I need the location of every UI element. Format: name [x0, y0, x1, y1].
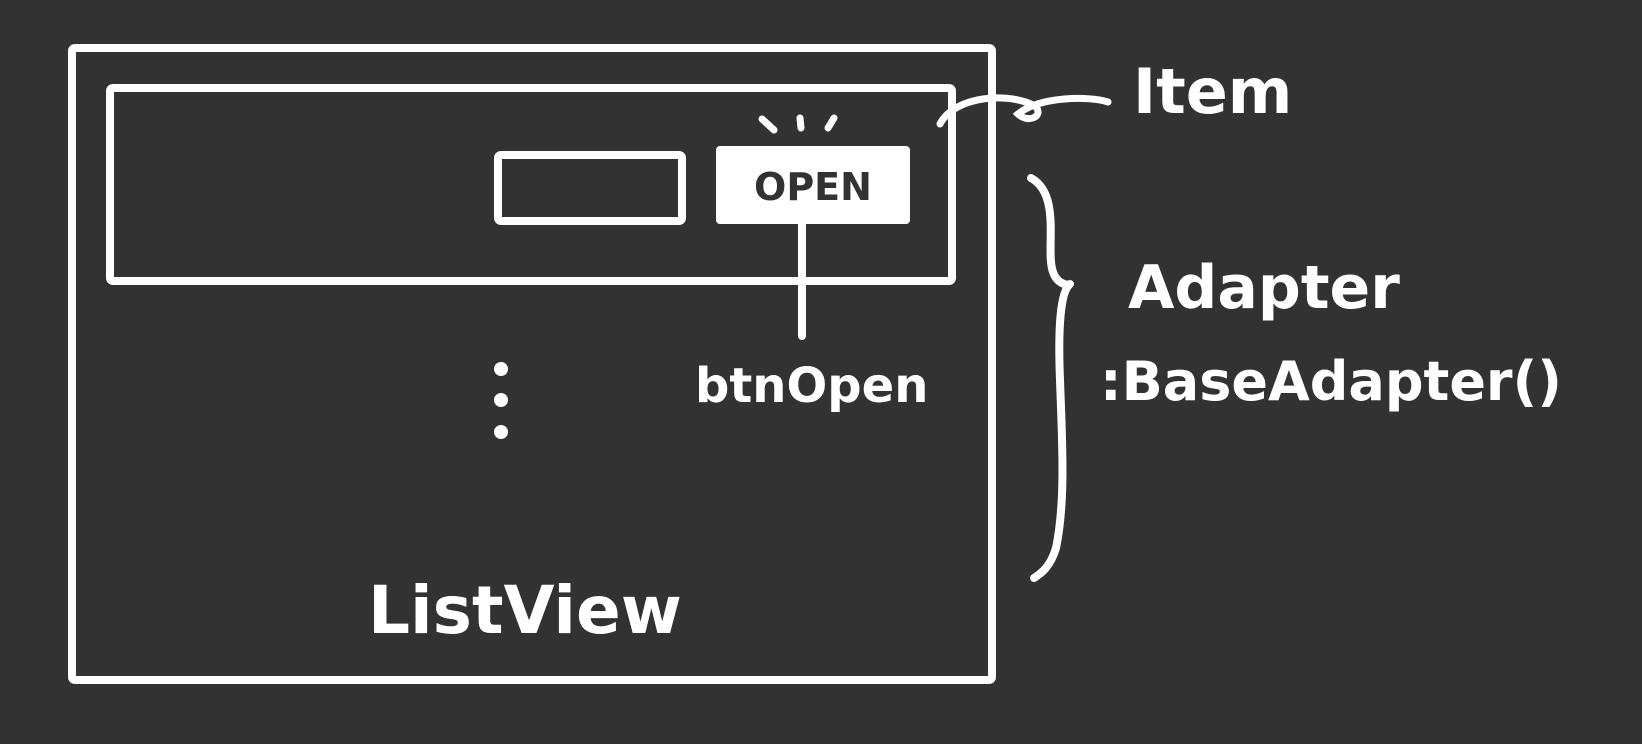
- more-items-ellipsis: [494, 362, 508, 439]
- base-adapter-label: :BaseAdapter(): [1100, 350, 1562, 413]
- open-button: [716, 146, 910, 224]
- btnopen-label: btnOpen: [695, 358, 928, 414]
- adapter-brace: [1027, 174, 1074, 582]
- item-frame: [106, 84, 956, 285]
- adapter-label: Adapter: [1128, 253, 1400, 323]
- item-label: Item: [1133, 55, 1292, 128]
- listview-frame: [68, 44, 996, 684]
- item-callout-line: [936, 94, 1112, 128]
- open-button-label: OPEN: [754, 165, 872, 209]
- listview-label: ListView: [368, 572, 682, 649]
- item-text-field: [494, 151, 686, 225]
- button-hint-ticks: [758, 114, 838, 134]
